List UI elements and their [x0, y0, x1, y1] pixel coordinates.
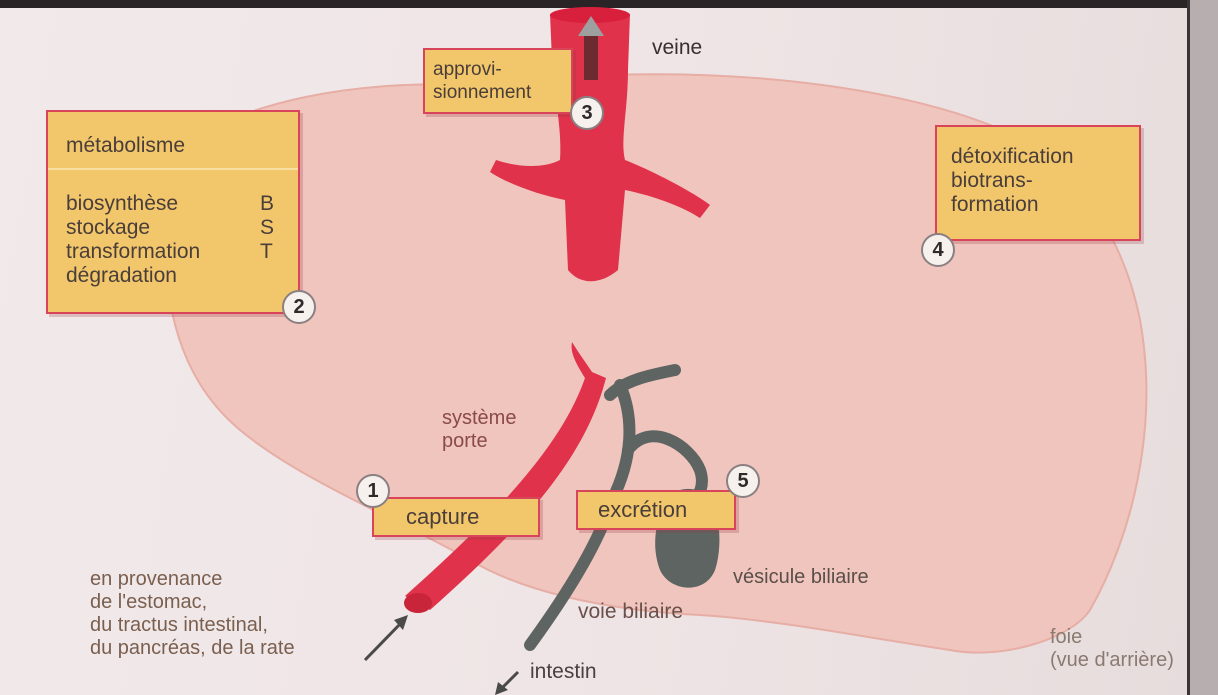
source-line-4: du pancréas, de la rate [90, 637, 295, 660]
metabolisme-code: S [260, 216, 274, 240]
source-arrow-line [365, 622, 402, 660]
source-line-1: en provenance [90, 568, 295, 591]
metabolisme-item: dégradation [66, 264, 177, 288]
step-3-badge: 3 [570, 96, 604, 130]
metabolisme-box: métabolisme biosynthèse B stockage S tra… [46, 110, 300, 314]
metabolisme-item: biosynthèse [66, 192, 178, 216]
approvisionnement-box: approvi- sionnement [423, 48, 573, 114]
foie-line-1: foie [1050, 626, 1174, 649]
excretion-box: excrétion [576, 490, 736, 530]
veine-label: veine [652, 36, 702, 59]
source-line-3: du tractus intestinal, [90, 614, 295, 637]
metabolisme-code: B [260, 192, 274, 216]
metabolisme-item: stockage [66, 216, 150, 240]
porte-line-1: système [442, 407, 516, 430]
portal-vein-opening [404, 593, 432, 613]
approvisionnement-line-1: approvi- [433, 58, 563, 81]
vesicule-label: vésicule biliaire [733, 566, 869, 589]
foie-line-2: (vue d'arrière) [1050, 649, 1174, 672]
intestin-label: intestin [530, 660, 597, 683]
porte-label: système porte [442, 407, 516, 453]
step-2-badge: 2 [282, 290, 316, 324]
capture-box: capture [372, 497, 540, 537]
metabolisme-divider [48, 168, 298, 170]
metabolisme-code: T [260, 240, 273, 264]
approvisionnement-line-2: sionnement [433, 81, 563, 104]
step-4-badge: 4 [921, 233, 955, 267]
metabolisme-title: métabolisme [66, 134, 185, 158]
source-label: en provenance de l'estomac, du tractus i… [90, 568, 295, 660]
detoxification-line-3: formation [951, 193, 1125, 217]
source-line-2: de l'estomac, [90, 591, 295, 614]
detoxification-line-2: biotrans- [951, 169, 1125, 193]
step-5-badge: 5 [726, 464, 760, 498]
metabolisme-item: transformation [66, 240, 200, 264]
detoxification-line-1: détoxification [951, 145, 1125, 169]
vein-arrow-shaft [584, 34, 598, 80]
foie-label: foie (vue d'arrière) [1050, 626, 1174, 672]
detoxification-box: détoxification biotrans- formation [935, 125, 1141, 241]
voie-biliaire-label: voie biliaire [578, 600, 683, 623]
porte-line-2: porte [442, 430, 516, 453]
step-1-badge: 1 [356, 474, 390, 508]
